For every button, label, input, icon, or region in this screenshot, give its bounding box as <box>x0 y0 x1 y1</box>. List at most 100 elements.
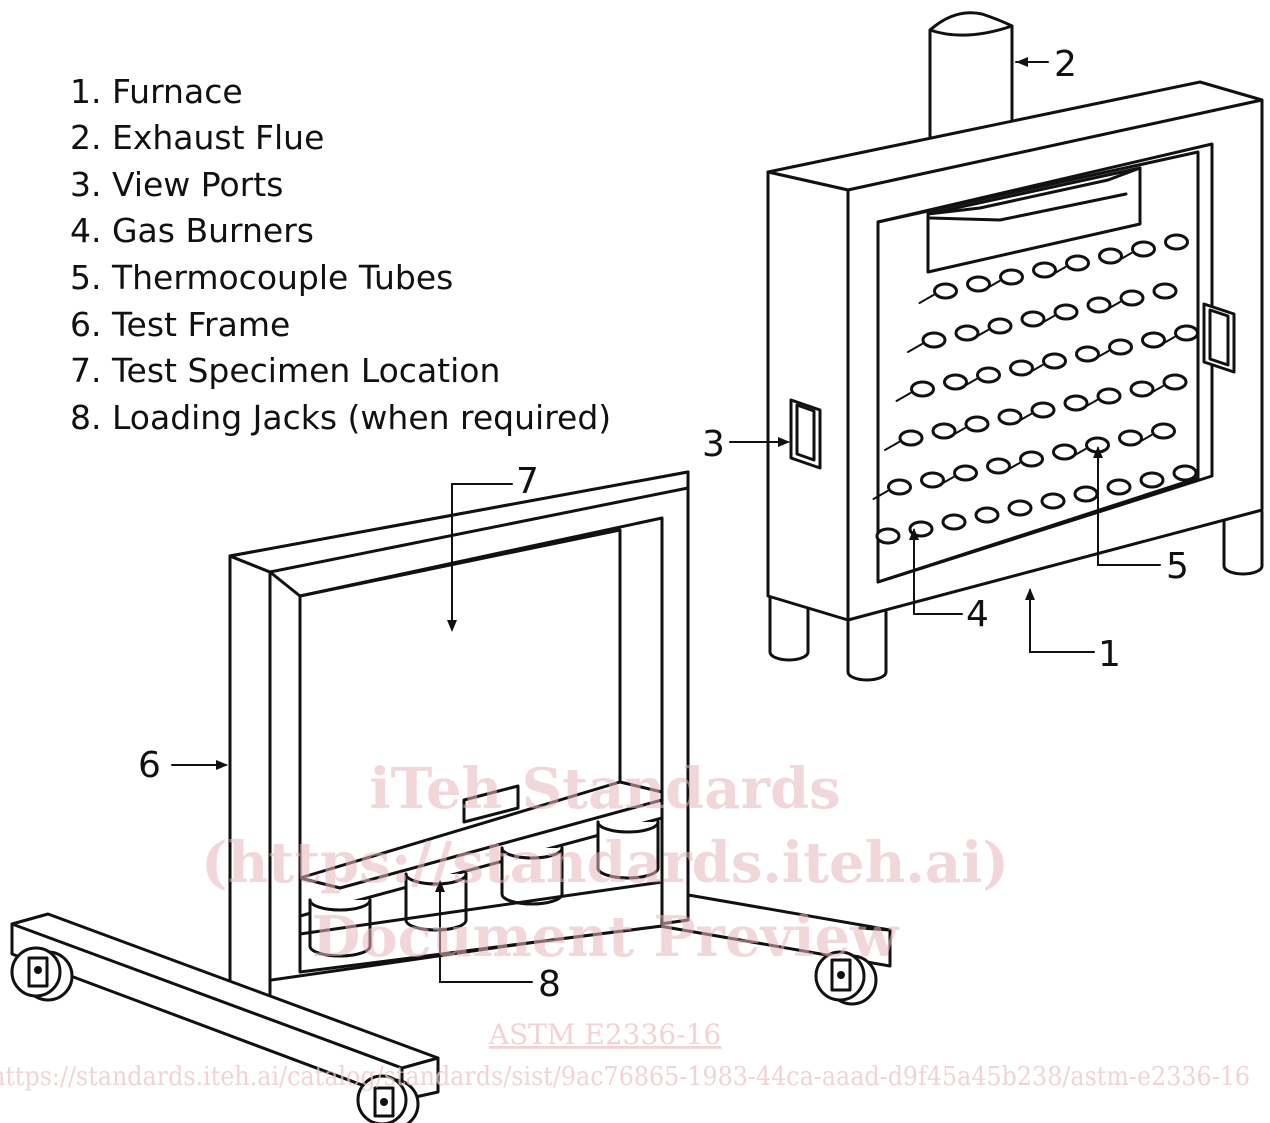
gas-burner-icon <box>875 527 901 545</box>
thermocouple-tube-icon <box>1039 315 1055 325</box>
gas-burner-icon <box>1086 296 1112 314</box>
legend-item-6: 6. Test Frame <box>70 305 290 344</box>
thermocouple-tube-icon <box>1070 448 1087 458</box>
gas-burner-icon <box>933 282 958 300</box>
thermocouple-tube-icon <box>1148 385 1164 395</box>
gas-burner-icon <box>1151 422 1176 440</box>
exhaust-flue <box>928 11 1014 142</box>
thermocouple-tube-icon <box>918 294 935 304</box>
gas-burner-icon <box>1073 485 1099 503</box>
loading-jack-rim <box>404 872 468 886</box>
callout-8: 8 <box>538 964 561 1005</box>
watermark-line-2: (https://standards.iteh.ai) <box>201 830 1009 896</box>
gas-burner-icon <box>997 408 1023 426</box>
thermocouple-tube-icon <box>1027 364 1044 374</box>
thermocouple-tube-icon <box>907 343 923 353</box>
legend-item-3: 3. View Ports <box>70 165 283 204</box>
gas-burner-icon <box>1020 310 1046 328</box>
thermocouple-tube-icon <box>1016 413 1032 423</box>
gas-burner-icon <box>1063 394 1089 412</box>
loading-jack-rim <box>308 898 372 912</box>
watermark-line-3: Document Preview <box>312 904 900 970</box>
caster-bottom <box>356 1074 420 1123</box>
frame-base-left <box>10 912 440 1102</box>
legend-item-2: 2. Exhaust Flue <box>70 118 324 157</box>
gas-burner-icon <box>1174 324 1199 342</box>
loading-jack-icon <box>596 820 660 880</box>
gas-burner-icon <box>1065 254 1090 272</box>
legend-item-4: 4. Gas Burners <box>70 211 314 250</box>
watermark-url: https://standards.iteh.ai/catalog/standa… <box>0 1062 1250 1092</box>
gas-burner-icon <box>1131 240 1156 258</box>
gas-burner-icon <box>1118 429 1143 447</box>
gas-burner-icon <box>931 422 957 440</box>
callout-4: 4 <box>966 594 989 635</box>
gas-burner-icon <box>1139 471 1165 489</box>
gas-burner-icon <box>974 506 1000 524</box>
view-port-right <box>1202 302 1236 374</box>
gas-burner-icon <box>1152 282 1178 300</box>
thermocouple-tube-icon <box>884 441 900 451</box>
gas-burner-icon <box>1108 338 1133 356</box>
callout-5: 5 <box>1166 546 1189 587</box>
loading-jack-rim <box>596 820 660 834</box>
thermocouple-tube-icon <box>1159 336 1176 346</box>
watermark-line-1: iTeh Standards <box>369 756 840 822</box>
caster-left <box>10 946 74 1002</box>
gas-burner-icon <box>953 464 978 482</box>
callout-1: 1 <box>1098 634 1121 675</box>
legend-item-1: 1. Furnace <box>70 72 243 111</box>
gas-burner-icon <box>1141 331 1166 349</box>
thermocouple-tube-icon <box>1050 266 1067 276</box>
caster-right <box>814 950 878 1006</box>
gas-burner-icon <box>921 331 947 349</box>
legend-item-8: 8. Loading Jacks (when required) <box>70 398 611 437</box>
thermocouple-tube-icon <box>950 427 966 437</box>
burner-array <box>872 233 1199 545</box>
gas-burner-icon <box>1030 401 1056 419</box>
gas-burner-icon <box>1162 373 1188 391</box>
callout-7: 7 <box>516 461 539 502</box>
thermocouple-tube-icon <box>1105 301 1121 311</box>
legend-item-5: 5. Thermocouple Tubes <box>70 258 453 297</box>
callout-3: 3 <box>702 424 725 465</box>
gas-burner-icon <box>920 471 945 489</box>
view-port-left <box>789 398 822 470</box>
gas-burner-icon <box>1019 450 1044 468</box>
gas-burner-icon <box>1052 443 1077 461</box>
thermocouple-tube-icon <box>1093 350 1110 360</box>
gas-burner-icon <box>1098 247 1123 265</box>
thermocouple-tube-icon <box>872 490 889 500</box>
thermocouple-tube-icon <box>938 476 955 486</box>
gas-burner-icon <box>1119 289 1145 307</box>
gas-burner-icon <box>1129 380 1155 398</box>
gas-burner-icon <box>1106 478 1132 496</box>
loading-jack-rim <box>500 846 564 860</box>
test-frame <box>10 470 892 1123</box>
furnace-side <box>766 170 850 622</box>
thermocouple-tube-icon <box>1136 434 1153 444</box>
thermocouple-tube-icon <box>973 329 989 339</box>
frame-side <box>228 554 272 1000</box>
gas-burner-icon <box>910 380 935 398</box>
frame-callouts: 7 6 8 <box>138 461 561 1005</box>
gas-burner-icon <box>1032 261 1057 279</box>
gas-burner-icon <box>1164 233 1189 251</box>
gas-burner-icon <box>987 317 1013 335</box>
thermocouple-tube-icon <box>1116 252 1133 262</box>
callout-2: 2 <box>1054 44 1077 85</box>
gas-burner-icon <box>1007 499 1033 517</box>
gas-burner-icon <box>1075 345 1100 363</box>
thermocouple-tube-icon <box>1004 462 1021 472</box>
gas-burner-icon <box>966 275 991 293</box>
gas-burner-icon <box>943 373 968 391</box>
gas-burner-icon <box>976 366 1001 384</box>
thermocouple-tube-icon <box>895 392 912 402</box>
watermark-standard: ASTM E2336-16 <box>488 1018 721 1051</box>
thermocouple-tube-icon <box>984 280 1001 290</box>
gas-burner-icon <box>941 513 967 531</box>
gas-burner-icon <box>954 324 980 342</box>
gas-burner-icon <box>986 457 1011 475</box>
gas-burner-icon <box>887 478 912 496</box>
